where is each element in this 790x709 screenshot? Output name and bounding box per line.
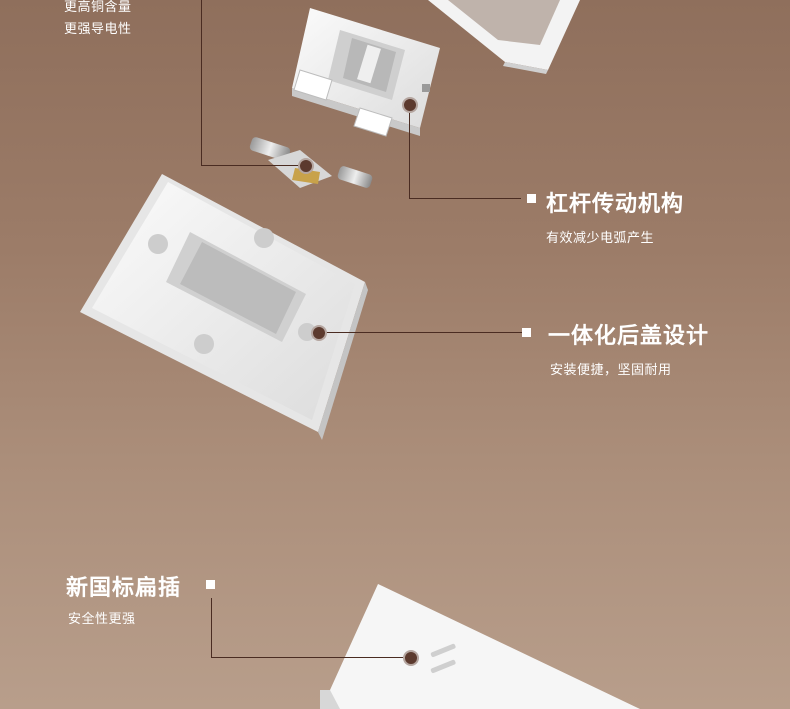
back-cover-subtitle: 安装便捷，坚固耐用 — [550, 363, 672, 378]
face-plate — [320, 584, 640, 709]
leader-line-copper — [201, 0, 202, 166]
back-cover — [80, 174, 368, 440]
anchor-dot-copper — [298, 158, 314, 174]
leader-line-plug — [211, 598, 212, 658]
anchor-dot-cover — [311, 325, 327, 341]
bullet-square-cover — [522, 328, 531, 337]
bullet-square-plug — [206, 580, 215, 589]
leader-line-lever-h — [409, 198, 521, 199]
lever-mechanism — [292, 8, 440, 137]
leader-line-cover — [318, 332, 522, 333]
plug-title: 新国标扁插 — [66, 576, 182, 601]
leader-line-copper-h — [201, 165, 305, 166]
bullet-square-lever — [527, 194, 536, 203]
face-frame — [428, 0, 580, 74]
leader-line-plug-h — [211, 657, 410, 658]
copper-feature-line2: 更强导电性 — [64, 22, 132, 37]
lever-title: 杠杆传动机构 — [546, 192, 685, 217]
copper-feature-line1: 更高铜含量 — [64, 0, 132, 15]
anchor-dot-plug — [403, 650, 419, 666]
lever-subtitle: 有效减少电弧产生 — [546, 231, 655, 246]
anchor-dot-lever — [402, 97, 418, 113]
back-cover-title: 一体化后盖设计 — [548, 324, 710, 349]
leader-line-lever — [409, 104, 410, 199]
plug-subtitle: 安全性更强 — [68, 612, 136, 627]
